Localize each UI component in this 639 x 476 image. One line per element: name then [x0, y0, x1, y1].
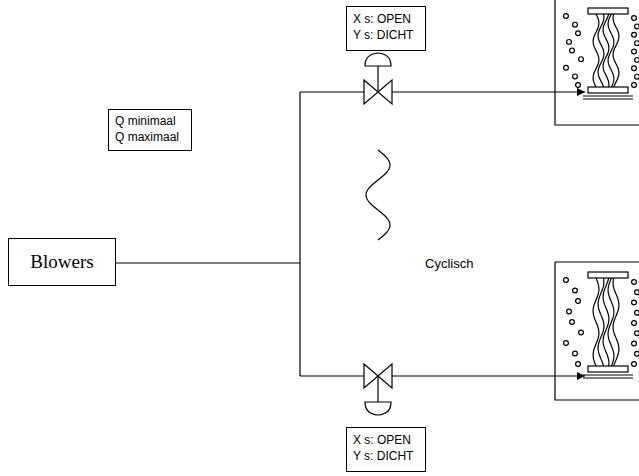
aeration-tank: [555, 262, 639, 400]
valve-timing-box: X s: OPENY s: DICHT: [346, 427, 426, 472]
node-text: Q minimaal: [115, 114, 176, 130]
node-text: X s: OPEN: [353, 433, 411, 449]
air-pipe: [300, 375, 585, 376]
node-text: Blowers: [30, 250, 93, 275]
flow-setpoint-box: Q minimaalQ maximaal: [108, 109, 192, 151]
node-text: Y s: DICHT: [353, 449, 413, 465]
node-text: Q maximaal: [115, 130, 179, 146]
blower-box: Blowers: [8, 238, 116, 286]
air-pipe: [116, 262, 300, 263]
cyclic-wave: [366, 150, 390, 240]
node-text: Y s: DICHT: [353, 28, 413, 44]
node-text: X s: OPEN: [353, 12, 411, 28]
air-pipe: [300, 91, 585, 92]
membrane-module: [564, 8, 639, 99]
aeration-tank: [555, 0, 639, 125]
membrane-module: [564, 272, 639, 378]
valve-timing-box: X s: OPENY s: DICHT: [346, 6, 426, 51]
annotation-text: Cyclisch: [425, 256, 473, 271]
control-valve: [364, 364, 392, 415]
air-pipe: [299, 92, 300, 376]
control-valve: [364, 53, 392, 104]
